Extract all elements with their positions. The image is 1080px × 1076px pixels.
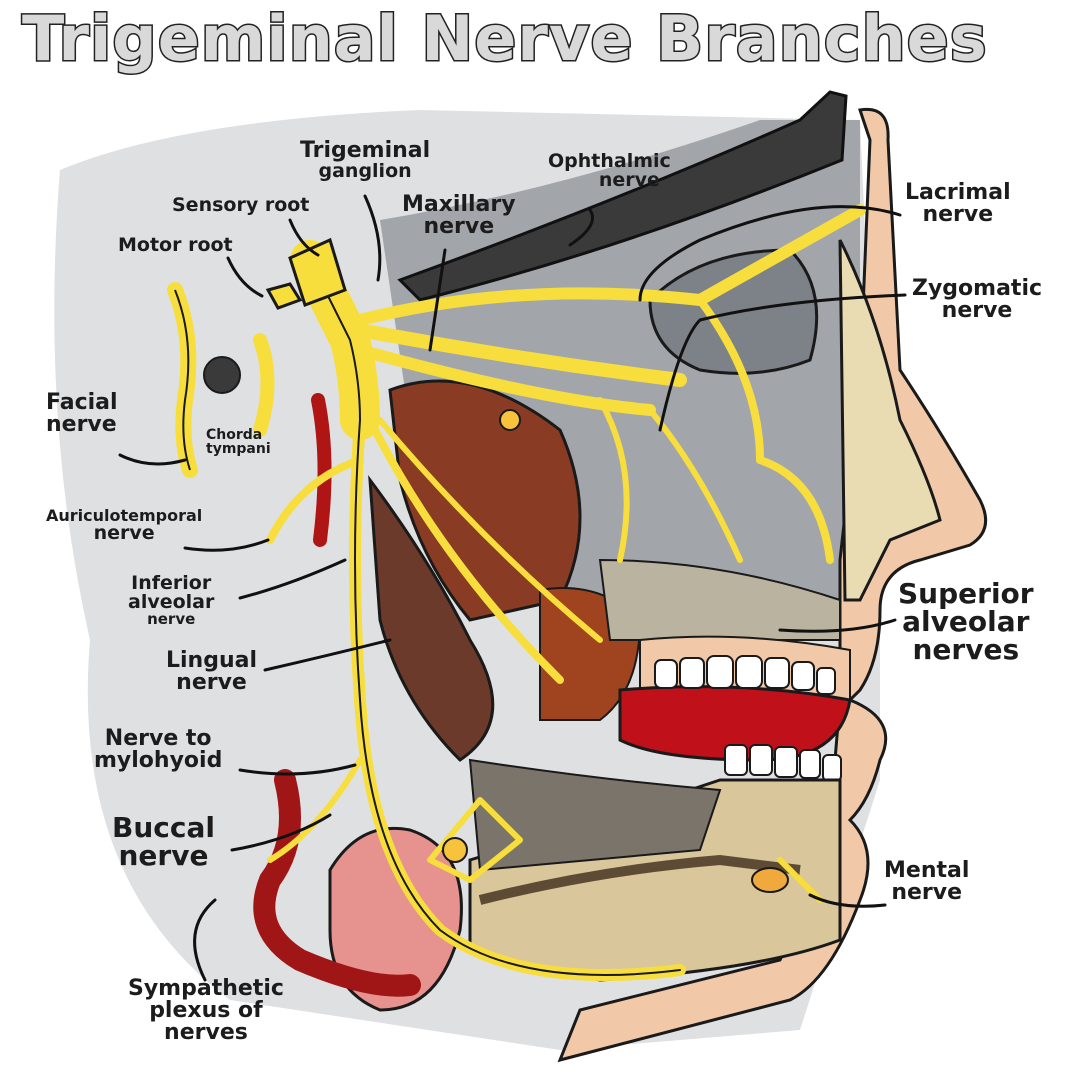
motor-root-stump [265, 282, 303, 310]
label-line: ganglion [318, 160, 412, 182]
label-line: alveolar [902, 605, 1030, 638]
diagram-title: Trigeminal Nerve Branches [21, 1, 989, 77]
label-lingual-nerve: Lingual nerve [166, 650, 257, 694]
label-line: tympani [206, 441, 271, 457]
label-ophthalmic-nerve: Ophthalmic nerve [548, 152, 671, 190]
label-line: Lacrimal [905, 180, 1011, 205]
mental-foramen [751, 867, 789, 893]
label-line: alveolar [128, 591, 215, 613]
cochlea [203, 356, 241, 394]
label-line: Sympathetic [128, 976, 284, 1001]
label-line: nerve [891, 880, 963, 905]
label-line: nerve [147, 610, 196, 628]
ear-canal [253, 333, 275, 437]
label-sensory-root: Sensory root [172, 194, 310, 216]
label-line: Chorda [206, 427, 263, 443]
label-line: Inferior [131, 572, 212, 594]
label-line: nerve [922, 202, 994, 227]
cranial-bone [397, 90, 848, 302]
label-line: nerves [164, 1020, 248, 1045]
label-line: mylohyoid [94, 748, 223, 773]
lower-teeth [724, 744, 842, 782]
label-line: nerve [176, 670, 247, 695]
label-chorda-tympani: Chorda tympani [206, 428, 271, 456]
leader-lines [118, 194, 907, 982]
floor-of-mouth [468, 758, 722, 872]
sensory-root-stump [288, 237, 347, 307]
label-line: Trigeminal [300, 138, 431, 163]
label-line: plexus of [149, 998, 263, 1023]
label-line: nerve [118, 839, 209, 872]
label-line: nerves [912, 633, 1020, 666]
label-line: nerve [46, 412, 117, 437]
artery-upper [311, 393, 332, 547]
pterygopalatine-ganglion [499, 409, 521, 431]
label-sympathetic-plexus: Sympathetic plexus of nerves [128, 978, 284, 1044]
label-line: Facial [46, 390, 118, 415]
nasal-bone [838, 239, 942, 602]
maxilla-teeth-roots [598, 558, 841, 641]
facial-nerve-outline [174, 289, 191, 471]
label-superior-alveolar-nerves: Superior alveolar nerves [898, 580, 1034, 664]
label-buccal-nerve: Buccal nerve [112, 814, 215, 870]
label-line: Zygomatic [912, 276, 1043, 301]
label-mental-nerve: Mental nerve [884, 860, 969, 904]
label-trigeminal-ganglion: Trigeminal ganglion [300, 140, 430, 181]
label-line: nerve [598, 169, 660, 191]
label-line: Buccal [112, 811, 215, 844]
label-line: Ophthalmic [548, 150, 671, 172]
label-line: Nerve to [104, 726, 212, 751]
label-line: nerve [93, 522, 155, 544]
label-auriculotemporal-nerve: Auriculotemporal nerve [46, 508, 202, 543]
label-maxillary-nerve: Maxillary nerve [402, 194, 516, 238]
pterygoid-muscle [368, 475, 495, 762]
submandibular-ganglion [442, 837, 468, 863]
label-zygomatic-nerve: Zygomatic nerve [912, 278, 1042, 322]
mandibular-canal [478, 854, 801, 905]
label-motor-root: Motor root [118, 234, 233, 256]
label-line: Auriculotemporal [46, 506, 203, 525]
label-inferior-alveolar-nerve: Inferior alveolar nerve [128, 574, 214, 627]
label-line: nerve [941, 298, 1013, 323]
label-line: Maxillary [402, 192, 516, 217]
label-line: Lingual [166, 648, 258, 673]
upper-teeth [654, 655, 836, 695]
label-line: nerve [423, 214, 495, 239]
label-lacrimal-nerve: Lacrimal nerve [905, 182, 1011, 226]
label-facial-nerve: Facial nerve [46, 392, 118, 436]
label-line: Mental [884, 858, 970, 883]
label-nerve-to-mylohyoid: Nerve to mylohyoid [94, 728, 222, 772]
label-line: Superior [898, 577, 1034, 610]
